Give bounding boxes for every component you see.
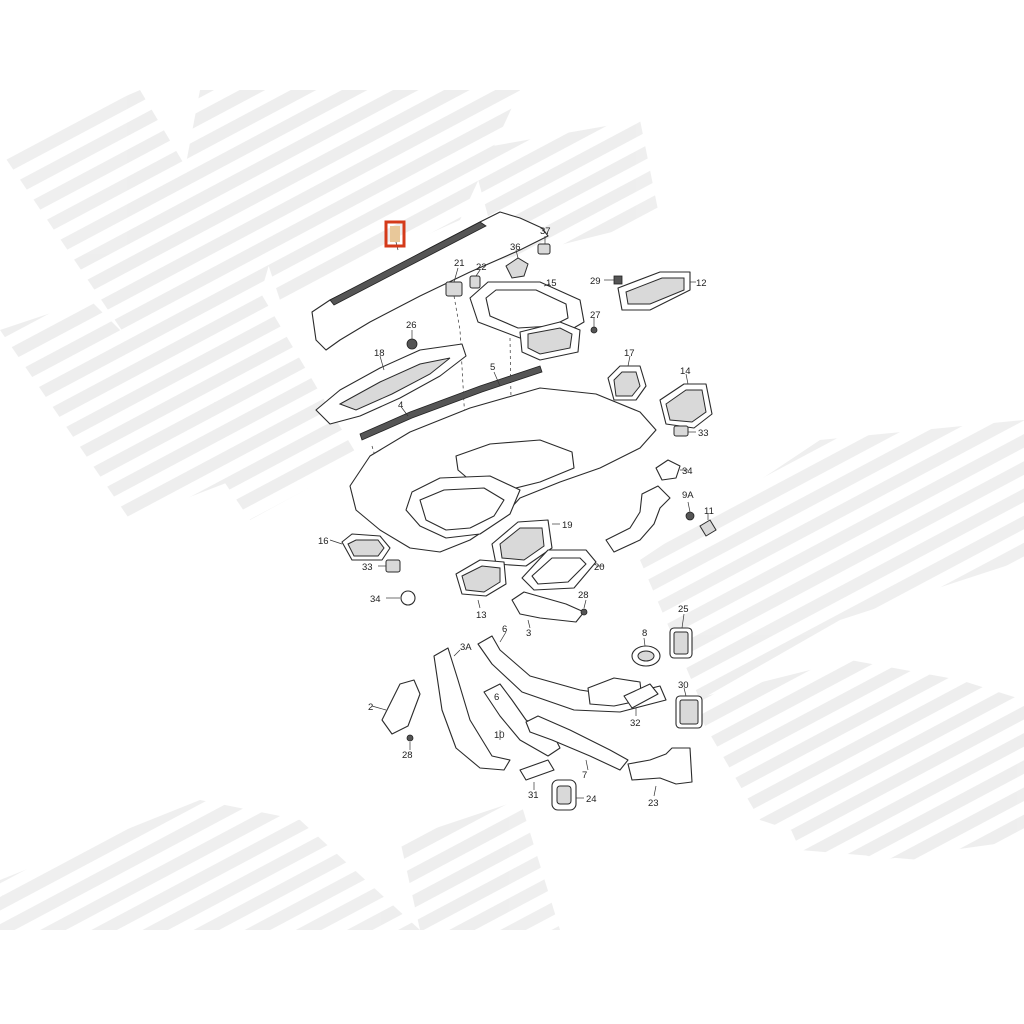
callout-15: 15 [546,278,557,289]
callout-labels: 37 36 21 22 15 29 12 26 27 18 17 5 14 4 … [318,226,714,809]
part-bezel-24 [551,779,584,811]
callout-21: 21 [454,258,465,269]
part-hose [605,485,717,553]
callout-31: 31 [528,790,539,801]
callout-14: 14 [680,366,691,377]
part-vent-27 [519,318,598,361]
part-clip-33b [378,559,401,573]
part-sensor-21 [445,267,467,441]
part-vent-14 [659,373,713,429]
callout-9a: 9A [682,490,694,501]
part-clip-33a [673,425,696,437]
watermark [0,90,1024,930]
callout-30: 30 [678,680,689,691]
part-duct-7 [525,715,629,771]
callout-18: 18 [374,348,385,359]
callout-12: 12 [696,278,707,289]
part-vent-13 [455,559,507,609]
part-strip-4 [359,365,543,501]
callout-13: 13 [476,610,487,621]
part-pipe-31 [519,759,555,790]
callout-34-lower: 34 [370,594,381,605]
part-frame-20 [521,549,604,591]
callout-20: 20 [594,562,605,573]
callout-19: 19 [562,520,573,531]
part-duct-3a [433,647,511,771]
part-pipe-32 [623,683,659,716]
callout-10: 10 [494,730,505,741]
part-screw-26 [406,330,418,350]
part-upper-cover-18 [315,343,467,425]
part-dashboard-5 [349,371,657,553]
callout-29: 29 [590,276,601,287]
callout-28-upper: 28 [578,590,589,601]
callout-32: 32 [630,718,641,729]
callout-3: 3 [526,628,531,639]
highlight-marker [384,220,406,248]
part-clip-34b [386,590,416,606]
callout-7: 7 [582,770,587,781]
part-windshield-cowl [311,211,549,351]
callout-3a: 3A [460,642,472,653]
part-clip-34a [655,459,688,481]
part-clip-22 [469,269,481,289]
callout-25: 25 [678,604,689,615]
callout-22: 22 [476,262,487,273]
callout-26: 26 [406,320,417,331]
part-clip-36 [505,249,529,279]
callout-4: 4 [398,400,403,411]
callout-6-upper: 6 [502,624,507,635]
part-clip-37 [537,236,551,255]
callout-5: 5 [490,362,495,373]
part-vent-30 [675,687,703,729]
callout-11: 11 [704,506,714,517]
part-vent-12 [604,271,696,311]
callout-34-upper: 34 [682,466,693,477]
callout-37: 37 [540,226,551,237]
callout-2: 2 [368,702,373,713]
part-tray-19 [491,519,560,567]
part-duct-2 [371,679,421,750]
callout-33-lower: 33 [362,562,373,573]
callout-8: 8 [642,628,647,639]
callout-6-lower: 6 [494,692,499,703]
callout-27: 27 [590,310,601,321]
part-vent-17 [607,355,647,401]
part-bracket-3 [511,591,588,629]
callout-16: 16 [318,536,329,547]
callout-24: 24 [586,794,597,805]
part-bezel-25 [669,613,693,659]
part-duct-23 [627,747,693,797]
part-bezel-8 [631,637,661,667]
callout-36: 36 [510,242,521,253]
callout-17: 17 [624,348,635,359]
callout-23: 23 [648,798,659,809]
callout-28-lower: 28 [402,750,413,761]
part-vent-16 [329,533,391,561]
callout-33-upper: 33 [698,428,709,439]
